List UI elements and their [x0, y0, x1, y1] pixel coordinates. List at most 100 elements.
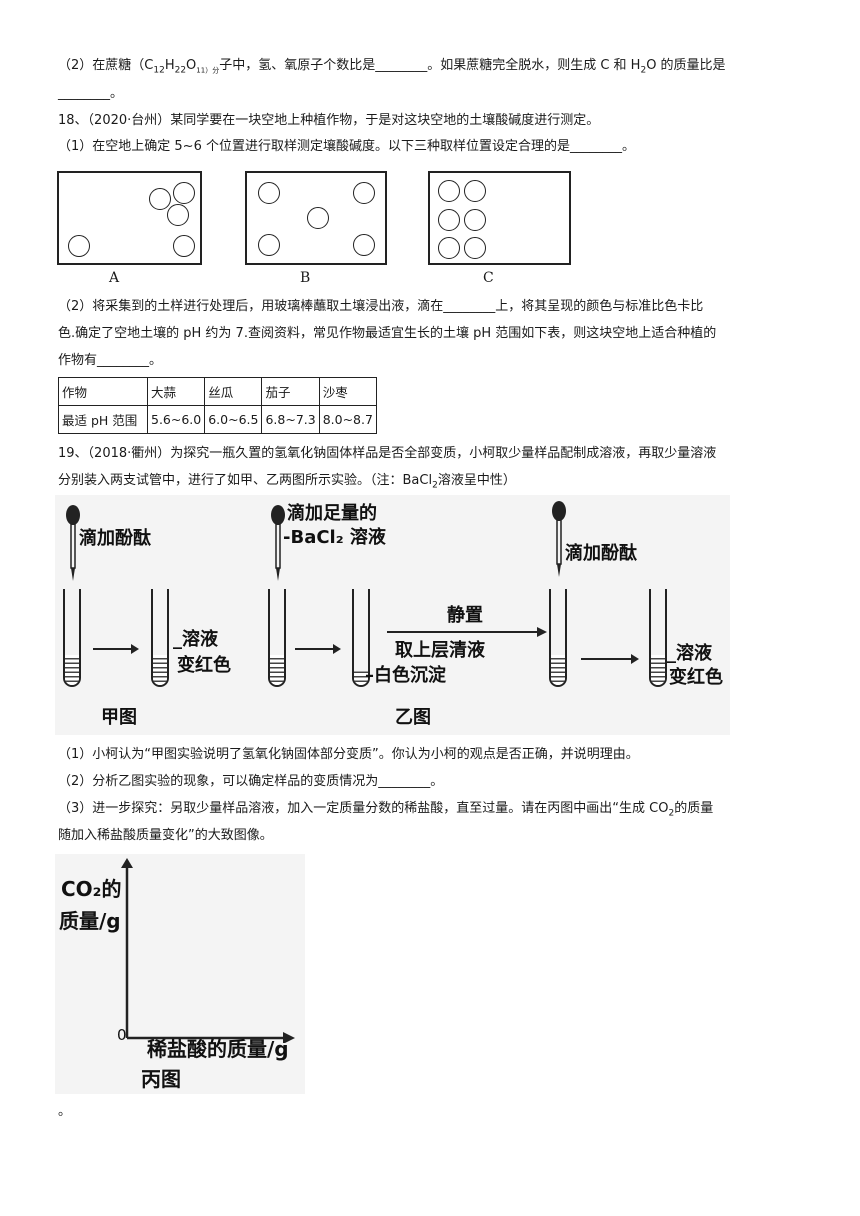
q17-text: O 的质量比是 — [646, 58, 726, 73]
label-solution-2b: 变红色 — [669, 667, 723, 688]
test-tube — [649, 589, 667, 687]
table-cell: 沙枣 — [318, 377, 377, 406]
end-mark: 。 — [58, 1104, 72, 1119]
fig-bing: 丙图 — [141, 1067, 181, 1091]
label-add-bacl2-b: -BaCl₂ 溶液 — [283, 527, 386, 548]
test-tube — [63, 589, 81, 687]
test-tube — [151, 589, 169, 687]
sampling-box-a — [57, 171, 202, 265]
table-cell: 最适 pH 范围 — [58, 405, 148, 434]
q19-sub: 2 — [668, 808, 675, 819]
test-tube — [352, 589, 370, 687]
label-drop-phenol-2: 滴加酚酞 — [565, 543, 637, 564]
sample-circle — [167, 204, 189, 226]
dropper-icon — [271, 505, 285, 581]
sample-circle — [68, 235, 90, 257]
q19-sub3-line1: （3）进一步探究：另取少量样品溶液，加入一定质量分数的稀盐酸，直至过量。请在丙图… — [58, 799, 713, 824]
fig-jia: 甲图 — [101, 707, 137, 728]
q19-sub1: （1）小柯认为“甲图实验说明了氢氧化钠固体部分变质”。你认为小柯的观点是否正确，… — [58, 747, 639, 762]
graph-axes — [121, 858, 295, 1043]
test-tube — [268, 589, 286, 687]
sample-circle — [353, 234, 375, 256]
sample-circle — [149, 188, 171, 210]
q17-sub: 11）分 — [196, 66, 220, 75]
sampling-box-b — [245, 171, 387, 265]
label-text: 白色沉淀 — [374, 665, 446, 686]
sample-circle — [464, 209, 486, 231]
q17-text: O — [186, 58, 197, 73]
graph-origin: 0 — [117, 1026, 127, 1044]
q18-title: 18、（2020·台州）某同学要在一块空地上种植作物，于是对这块空地的土壤酸碱度… — [58, 113, 600, 128]
label-settle: 静置 — [447, 605, 483, 626]
sample-circle — [258, 182, 280, 204]
q18-sub1: （1）在空地上确定 5~6 个位置进行取样测定壤酸碱度。以下三种取样位置设定合理… — [58, 139, 635, 154]
fig-label-b: B — [300, 270, 311, 286]
graph-ylabel-1: CO₂的 — [61, 877, 122, 901]
sample-circle — [258, 234, 280, 256]
label-text: 溶液 — [182, 629, 218, 650]
graph-xlabel: 稀盐酸的质量/g — [147, 1037, 289, 1061]
sample-circle — [173, 235, 195, 257]
label-drop-phenol-1: 滴加酚酞 — [79, 528, 151, 549]
table-cell: 8.0~8.7 — [318, 405, 377, 434]
sampling-box-c — [428, 171, 571, 265]
q19-text: 分别装入两支试管中，进行了如甲、乙两图所示实验。（注：BaCl — [58, 473, 433, 488]
q18-sub2-line2: 色.确定了空地土壤的 pH 约为 7.查阅资料，常见作物最适宜生长的土壤 pH … — [58, 326, 717, 341]
q19-sub: 2 — [432, 480, 438, 491]
sample-circle — [438, 180, 460, 202]
arrow-icon — [93, 644, 139, 654]
dropper-icon — [66, 505, 80, 581]
label-add-bacl2-a: 滴加足量的 — [287, 503, 377, 524]
q17-text: H — [164, 58, 175, 73]
q18-sub2-line1: （2）将采集到的土样进行处理后，用玻璃棒蘸取土壤浸出液，滴在________上，… — [58, 299, 704, 314]
label-solution-2a: _溶液 — [667, 643, 712, 664]
q18-sub2-line3: 作物有________。 — [58, 353, 163, 368]
table-cell: 5.6~6.0 — [146, 405, 206, 434]
table-cell: 丝瓜 — [204, 377, 263, 406]
table-cell: 6.8~7.3 — [261, 405, 320, 434]
q17-sub: 12 — [153, 65, 165, 76]
fig-label-c: C — [483, 270, 494, 286]
table-row: 作物 大蒜 丝瓜 茄子 沙枣 — [58, 377, 377, 406]
q19-text: 溶液呈中性） — [437, 473, 516, 488]
table-cell: 大蒜 — [146, 377, 206, 406]
q17-text: （2）在蔗糖（C — [58, 58, 154, 73]
label-text: BaCl₂ 溶液 — [290, 527, 386, 548]
sample-circle — [307, 207, 329, 229]
q19-text: （3）进一步探究：另取少量样品溶液，加入一定质量分数的稀盐酸，直至过量。请在丙图… — [58, 801, 669, 816]
label-solution-1b: 变红色 — [177, 655, 231, 676]
blank-graph-panel: CO₂的 质量/g 0 稀盐酸的质量/g 丙图 — [55, 854, 305, 1094]
crop-ph-table: 作物 大蒜 丝瓜 茄子 沙枣 最适 pH 范围 5.6~6.0 6.0~6.5 … — [58, 377, 377, 434]
q19-line2: 分别装入两支试管中，进行了如甲、乙两图所示实验。（注：BaCl2溶液呈中性） — [58, 471, 516, 496]
fig-yi: 乙图 — [395, 707, 431, 728]
fig-label-a: A — [109, 270, 120, 286]
table-cell: 6.0~6.5 — [204, 405, 263, 434]
graph-ylabel-2: 质量/g — [59, 909, 121, 933]
q17-sub: 22 — [174, 65, 187, 76]
label-text: 溶液 — [676, 643, 712, 664]
q19-line1: 19、（2018·衢州）为探究一瓶久置的氢氧化钠固体样品是否全部变质，小柯取少量… — [58, 446, 717, 461]
q19-text: 的质量 — [674, 801, 714, 816]
q17-sub2-line2: ________。 — [58, 86, 124, 101]
table-cell: 茄子 — [261, 377, 320, 406]
sample-circle — [438, 209, 460, 231]
test-tube — [549, 589, 567, 687]
table-cell: 作物 — [58, 377, 148, 406]
sample-circle — [464, 237, 486, 259]
sample-circle — [353, 182, 375, 204]
q17-text: 子中，氢、氧原子个数比是________。如果蔗糖完全脱水，则生成 C 和 H — [219, 58, 641, 73]
arrow-icon — [295, 644, 341, 654]
experiment-diagram: 滴加酚酞 _溶液 变红色 滴加足量的 -BaCl₂ 溶液 –白色沉淀 静置 取上… — [55, 495, 730, 735]
dropper-icon — [552, 501, 566, 577]
arrow-icon — [581, 654, 639, 664]
q17-sub2-line1: （2）在蔗糖（C12H22O11）分子中，氢、氧原子个数比是________。如… — [58, 56, 726, 81]
label-white-ppt: –白色沉淀 — [365, 665, 446, 686]
sample-circle — [438, 237, 460, 259]
label-solution-1a: _溶液 — [173, 629, 218, 650]
q17-sub: 2 — [640, 65, 647, 76]
arrow-icon — [387, 627, 547, 637]
table-row: 最适 pH 范围 5.6~6.0 6.0~6.5 6.8~7.3 8.0~8.7 — [58, 405, 377, 434]
sample-circle — [464, 180, 486, 202]
sample-circle — [173, 182, 195, 204]
q19-sub3-line2: 随加入稀盐酸质量变化”的大致图像。 — [58, 828, 273, 843]
